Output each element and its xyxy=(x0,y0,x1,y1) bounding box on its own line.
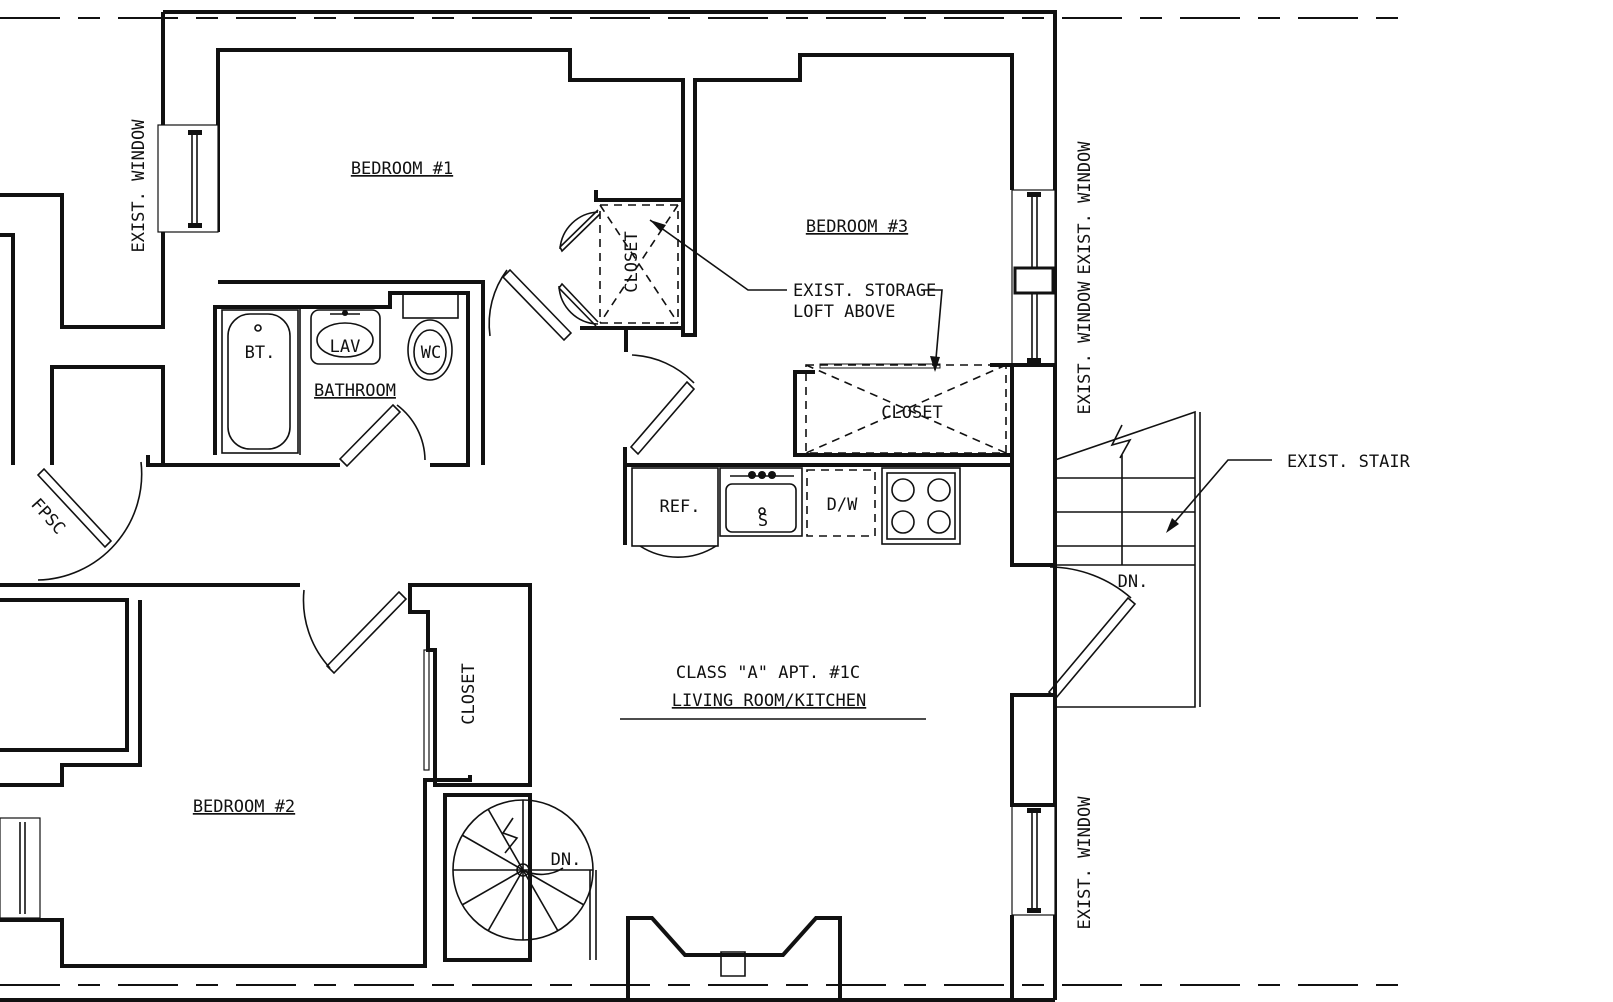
door-fpsc xyxy=(36,461,143,581)
hearth-box xyxy=(720,951,746,977)
window-bedroom2 xyxy=(0,817,41,919)
leader-exist-stair xyxy=(1166,459,1272,533)
door-bedroom3 xyxy=(629,354,696,456)
closet-bedroom3-x xyxy=(805,363,1007,454)
label-down-main: DN. xyxy=(1118,572,1149,592)
dishwasher xyxy=(806,469,876,537)
window-right-upper xyxy=(1011,189,1056,366)
label-window-right-mid: EXIST. WINDOW xyxy=(1075,281,1095,415)
range xyxy=(881,467,961,545)
label-dishwasher: D/W xyxy=(827,495,858,515)
label-closet-bedroom2: CLOSET xyxy=(459,663,479,724)
label-window-right-top: EXIST. WINDOW xyxy=(1075,141,1095,275)
door-bedroom2 xyxy=(302,589,408,675)
bay-front xyxy=(626,916,842,1000)
closet-bedroom1-x xyxy=(599,204,679,324)
door-closet-bedroom1 xyxy=(557,209,601,327)
label-storage-line1: EXIST. STORAGE xyxy=(793,281,936,301)
label-storage-line2: LOFT ABOVE xyxy=(793,302,895,322)
wall-right-pier-upper xyxy=(1012,363,1057,565)
label-bedroom1: BEDROOM #1 xyxy=(351,159,453,179)
label-exist-stair: EXIST. STAIR xyxy=(1287,452,1411,472)
label-closet-bedroom1: CLOSET xyxy=(622,231,642,292)
label-bathroom: BATHROOM xyxy=(314,381,396,401)
door-closet-bedroom2 xyxy=(423,649,430,771)
bathtub xyxy=(221,309,299,454)
label-sink: S xyxy=(758,511,768,531)
kitchen-sink xyxy=(719,467,803,537)
label-window-right-bottom: EXIST. WINDOW xyxy=(1075,796,1095,930)
label-window-bedroom1: EXIST. WINDOW xyxy=(129,119,149,253)
leader-storage-loft xyxy=(649,219,943,372)
lavatory xyxy=(310,309,381,365)
door-bathroom xyxy=(338,403,426,468)
kitchen-walls xyxy=(623,447,1014,565)
bedroom2-walls xyxy=(408,583,532,962)
wall-right-pier xyxy=(1010,693,1057,807)
label-living-kitchen: LIVING ROOM/KITCHEN xyxy=(672,691,866,711)
label-apartment: CLASS "A" APT. #1C xyxy=(676,663,860,683)
bathroom-walls xyxy=(148,280,485,467)
refrigerator xyxy=(631,467,719,559)
door-bedroom1 xyxy=(488,268,573,342)
label-toilet: WC xyxy=(421,343,441,363)
exterior-stair xyxy=(1054,410,1201,708)
label-bedroom3: BEDROOM #3 xyxy=(806,217,908,237)
spiral-stair xyxy=(452,799,597,960)
label-lavatory: LAV xyxy=(330,337,361,357)
toilet xyxy=(402,292,459,381)
label-refrigerator: REF. xyxy=(660,497,701,517)
closet-bedroom1-walls xyxy=(580,190,683,352)
label-down-spiral: DN. xyxy=(551,850,582,870)
door-main-entry xyxy=(1047,566,1137,700)
window-bedroom1 xyxy=(157,124,219,233)
label-closet-bedroom3: CLOSET xyxy=(881,403,942,423)
label-bedroom2: BEDROOM #2 xyxy=(193,797,295,817)
window-right-lower xyxy=(1011,804,1056,916)
left-wing-walls xyxy=(0,233,472,968)
label-bathtub: BT. xyxy=(245,343,276,363)
